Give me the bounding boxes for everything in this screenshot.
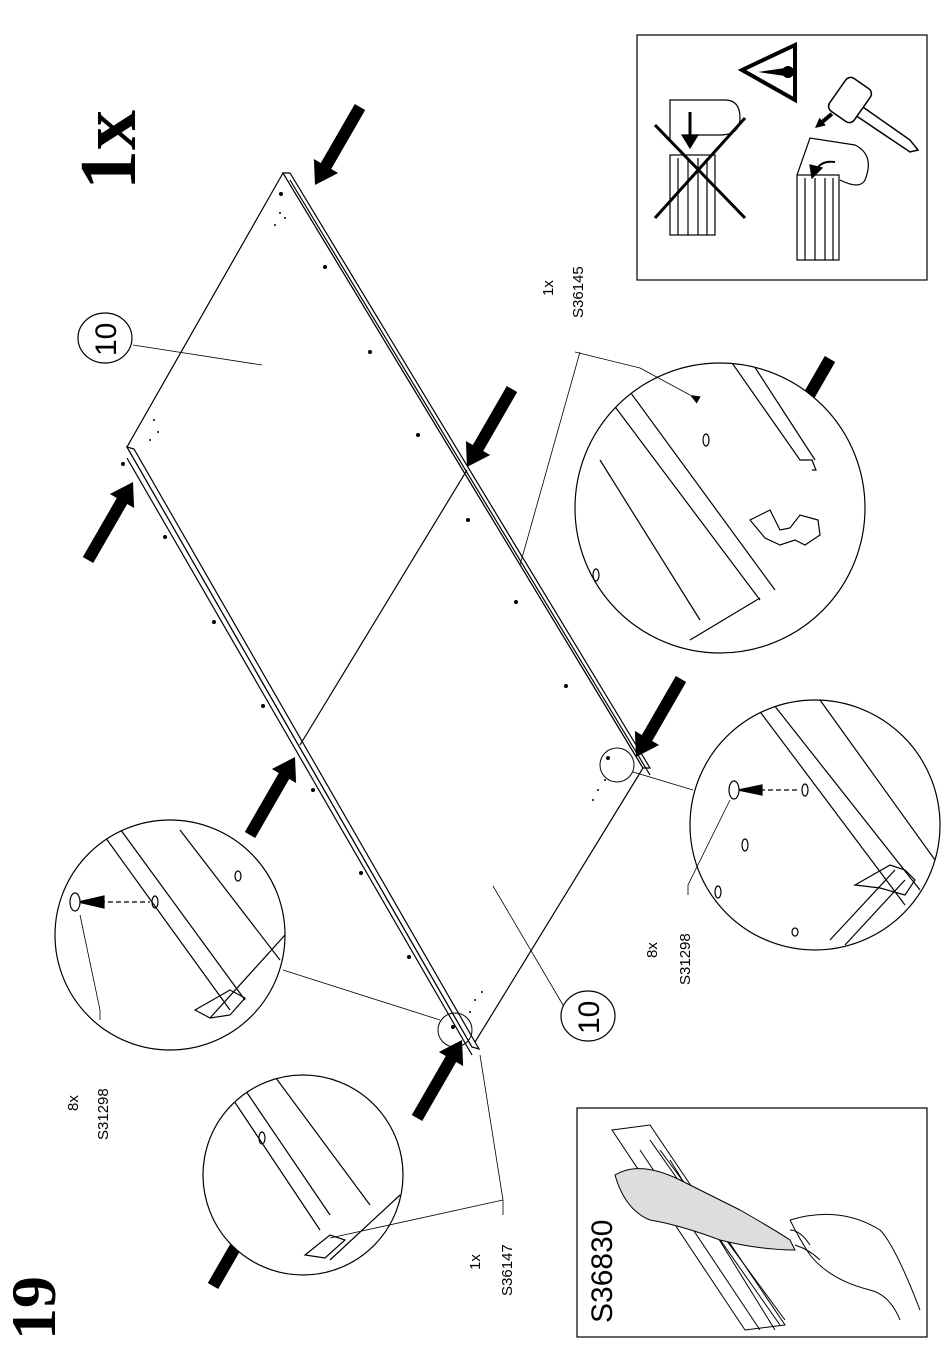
arrow-icon — [455, 382, 524, 474]
warning-box — [637, 35, 927, 280]
profile-bottom-code: S36147 — [499, 1244, 516, 1296]
svg-text:10: 10 — [573, 1001, 606, 1034]
screw-right-qty: 8x — [644, 942, 661, 958]
arrow-icon — [238, 750, 307, 842]
part-callout-top: 10 — [78, 313, 262, 365]
detail-profile-top: 1x S36145 — [520, 266, 865, 653]
arrow-icon — [76, 475, 145, 567]
profile-top-qty: 1x — [540, 280, 557, 296]
screw-left-qty: 8x — [65, 1095, 82, 1111]
arrow-icon — [303, 100, 372, 192]
svg-text:10: 10 — [90, 323, 123, 356]
tape-box-code: S36830 — [586, 1220, 619, 1323]
step-number: 19 — [0, 1276, 69, 1340]
profile-top-code: S36145 — [570, 266, 587, 318]
arrow-icon — [405, 1033, 474, 1125]
part-callout-bottom: 10 — [493, 886, 615, 1041]
quantity-label: 1x — [65, 110, 153, 190]
screw-right-code: S31298 — [677, 933, 694, 985]
tape-box: S36830 — [577, 1108, 927, 1337]
detail-profile-bottom: 1x S36147 — [203, 1055, 516, 1296]
profile-bottom-qty: 1x — [467, 1254, 484, 1270]
screw-left-code: S31298 — [95, 1088, 112, 1140]
